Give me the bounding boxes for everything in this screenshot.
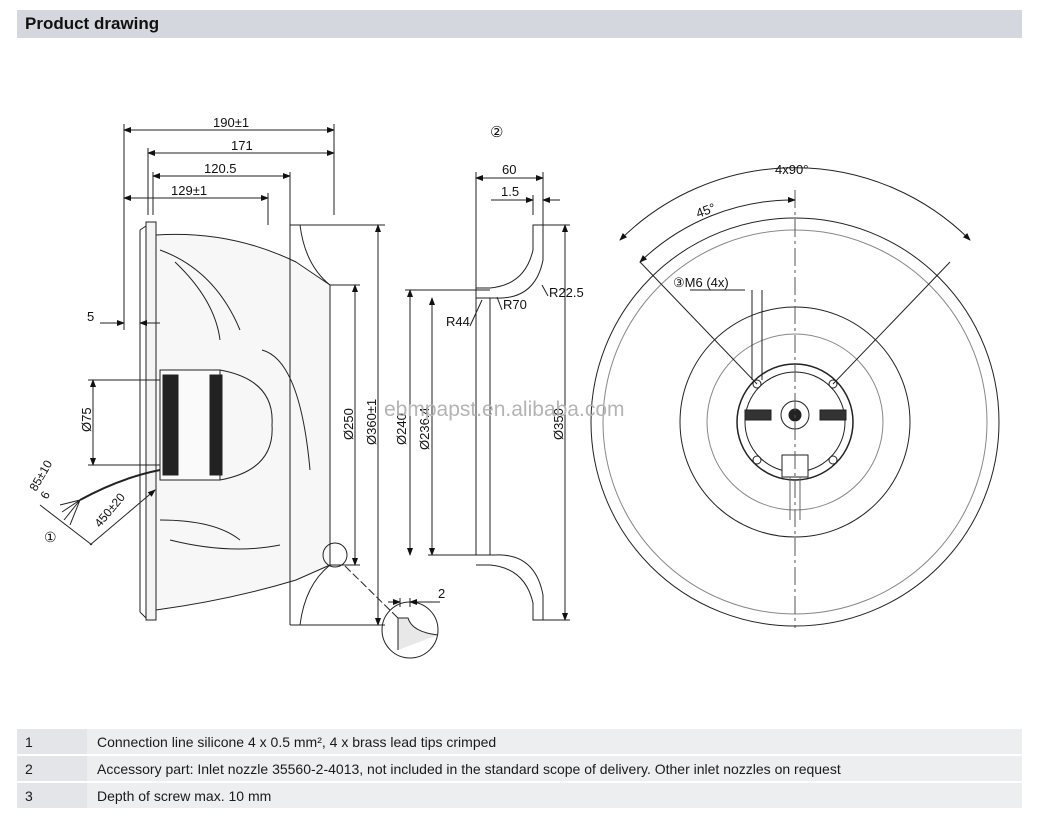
- section-title: Product drawing: [25, 14, 160, 33]
- note-number: 1: [17, 729, 87, 754]
- dim-129: 129±1: [171, 183, 207, 198]
- dim-171: 171: [231, 138, 253, 153]
- dim-2: 2: [438, 586, 445, 601]
- dim-1-5: 1.5: [501, 184, 519, 199]
- note-text: Accessory part: Inlet nozzle 35560-2-401…: [87, 756, 1022, 781]
- note-number: 3: [17, 783, 87, 808]
- angle-4x90: 4x90°: [775, 162, 808, 177]
- dim-d360: Ø360±1: [364, 399, 379, 445]
- dim-d250: Ø250: [341, 408, 356, 440]
- radius-r70: R70: [503, 297, 527, 312]
- note-number: 2: [17, 756, 87, 781]
- note-row: 3 Depth of screw max. 10 mm: [17, 783, 1022, 808]
- callout-1: ①: [44, 529, 57, 545]
- dim-190: 190±1: [213, 115, 249, 130]
- dim-d350: Ø350: [551, 408, 566, 440]
- nozzle-labels: ② 60 1.5 R44 R70 R22.5 Ø240 Ø236.4 Ø350: [394, 124, 584, 450]
- note-text: Depth of screw max. 10 mm: [87, 783, 1022, 808]
- note-text: Connection line silicone 4 x 0.5 mm², 4 …: [87, 729, 1022, 754]
- dim-d240: Ø240: [394, 413, 409, 445]
- dim-d75: Ø75: [79, 407, 94, 432]
- callout-2: ②: [490, 124, 503, 141]
- dim-6: 6: [37, 488, 53, 501]
- note-row: 1 Connection line silicone 4 x 0.5 mm², …: [17, 729, 1022, 754]
- section-header: Product drawing: [17, 10, 1022, 38]
- dim-120-5: 120.5: [204, 161, 237, 176]
- radius-r44: R44: [446, 314, 470, 329]
- radius-r22-5: R22.5: [549, 285, 584, 300]
- note-row: 2 Accessory part: Inlet nozzle 35560-2-4…: [17, 756, 1022, 781]
- watermark: ebmpapst.en.alibaba.com: [384, 398, 625, 421]
- dim-60: 60: [502, 162, 516, 177]
- nozzle-view: [405, 172, 570, 621]
- front-view: [590, 167, 1000, 628]
- notes-table: 1 Connection line silicone 4 x 0.5 mm², …: [17, 729, 1022, 810]
- dim-450: 450±20: [92, 490, 129, 530]
- dim-d236-4: Ø236.4: [417, 407, 432, 450]
- dim-5: 5: [87, 309, 94, 324]
- side-view: [39, 124, 440, 659]
- front-labels: 4x90° 45° ③M6 (4x): [673, 162, 808, 290]
- dim-85: 85±10: [26, 457, 55, 493]
- angle-45: 45°: [694, 200, 718, 221]
- screw-callout: ③M6 (4x): [673, 275, 729, 290]
